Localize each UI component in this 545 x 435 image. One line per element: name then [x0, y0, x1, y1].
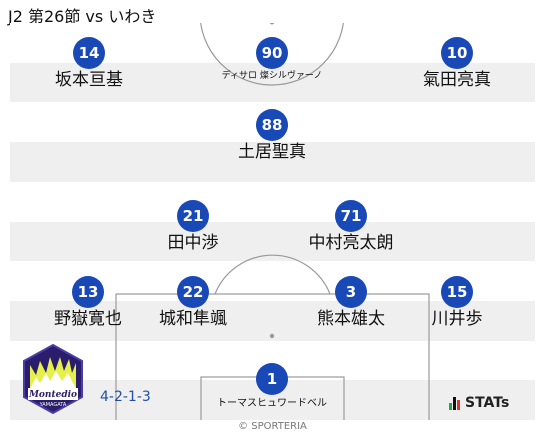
pitch-stripe [10, 62, 535, 103]
player-21[interactable]: 21 田中渉 [118, 200, 268, 253]
penalty-spot [269, 333, 275, 339]
player-name: 中村亮太朗 [308, 233, 394, 253]
player-number: 71 [335, 200, 367, 232]
player-14[interactable]: 14 坂本亘基 [14, 37, 164, 90]
player-22[interactable]: 22 城和隼颯 [118, 276, 268, 329]
player-name: 坂本亘基 [55, 70, 123, 90]
player-number: 22 [177, 276, 209, 308]
player-number: 10 [441, 37, 473, 69]
center-circle [200, 23, 344, 86]
player-1[interactable]: 1 トーマスヒュワードベル [197, 363, 347, 410]
player-number: 14 [73, 37, 105, 69]
player-name: 野嶽寛也 [54, 309, 122, 329]
penalty-area [115, 293, 430, 420]
player-name: 川井歩 [431, 309, 483, 329]
player-name: 城和隼颯 [159, 309, 227, 329]
player-number: 13 [72, 276, 104, 308]
player-71[interactable]: 71 中村亮太朗 [276, 200, 426, 253]
player-number: 90 [256, 37, 288, 69]
pitch-stripe [10, 221, 535, 262]
player-number: 88 [256, 109, 288, 141]
player-88[interactable]: 88 土居聖真 [197, 109, 347, 162]
player-name: 土居聖真 [238, 142, 306, 162]
stats-brand: STATs [465, 395, 510, 411]
page-title: J2 第26節 vs いわき [8, 7, 157, 26]
team-logo-icon: Montedio YAMAGATA [23, 343, 83, 415]
player-name: 氣田亮真 [423, 70, 491, 90]
pitch-stripe [10, 142, 535, 182]
player-3[interactable]: 3 熊本雄太 [276, 276, 426, 329]
player-name: 熊本雄太 [317, 309, 385, 329]
logo-text: Montedio [28, 390, 77, 400]
player-name: 田中渉 [167, 233, 219, 253]
player-number: 1 [256, 363, 288, 395]
center-spot [269, 23, 275, 25]
player-number: 15 [441, 276, 473, 308]
player-number: 3 [335, 276, 367, 308]
player-90[interactable]: 90 ディサロ 燦シルヴァーノ [197, 37, 347, 81]
player-name: ディサロ 燦シルヴァーノ [221, 71, 323, 81]
player-13[interactable]: 13 野嶽寛也 [13, 276, 163, 329]
stats-bars-icon [449, 396, 461, 410]
player-10[interactable]: 10 氣田亮真 [382, 37, 532, 90]
copyright: © SPORTERIA [238, 421, 307, 432]
penalty-arc [214, 254, 331, 295]
logo-subtext: YAMAGATA [39, 402, 67, 408]
stats-logo: STATs [449, 395, 509, 411]
player-name: トーマスヒュワードベル [217, 398, 327, 409]
player-15[interactable]: 15 川井歩 [382, 276, 532, 329]
formation-label: 4-2-1-3 [100, 389, 151, 405]
player-number: 21 [177, 200, 209, 232]
pitch [10, 23, 535, 420]
